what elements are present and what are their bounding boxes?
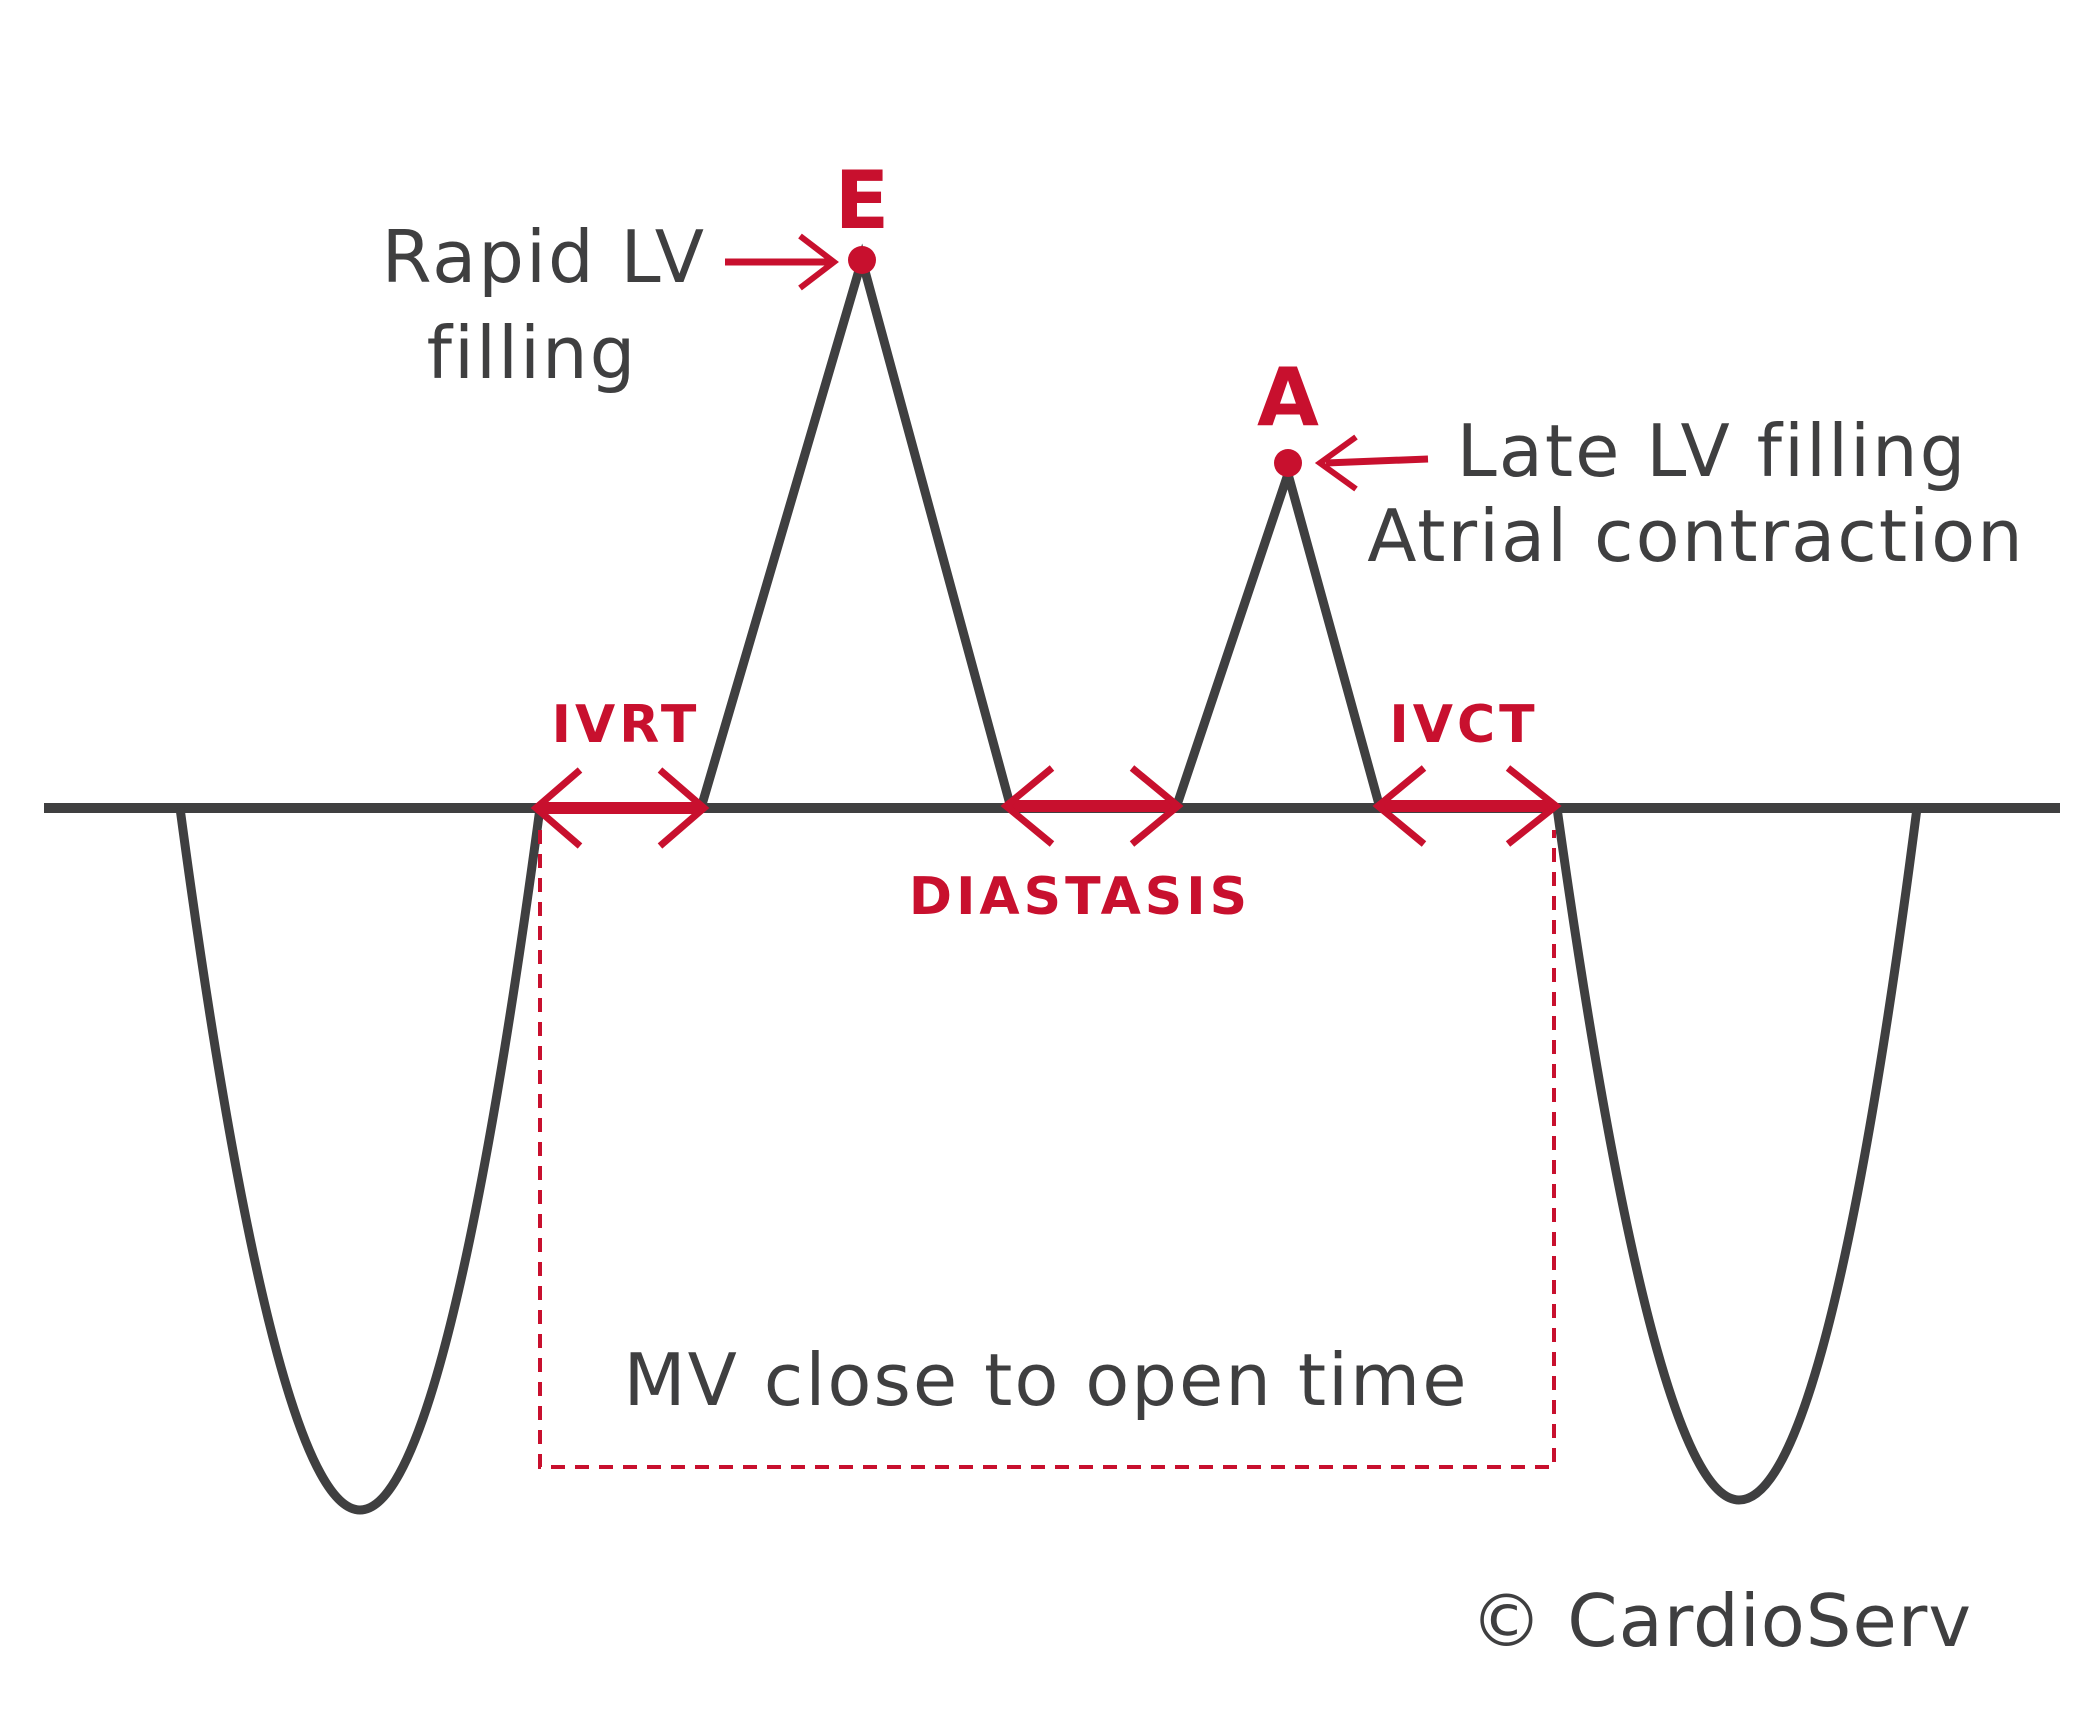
ivct-label: IVCT bbox=[1389, 695, 1538, 755]
rapid-filling-arrow bbox=[725, 233, 839, 291]
ivct-arrow bbox=[1372, 765, 1562, 847]
late-filling-label-line2: Atrial contraction bbox=[1367, 494, 2025, 578]
rapid-filling-label-line2: filling bbox=[427, 311, 638, 395]
diastasis-label: DIASTASIS bbox=[909, 867, 1251, 927]
rapid-filling-label-line1: Rapid LV bbox=[382, 215, 706, 299]
ivrt-arrow bbox=[530, 767, 710, 849]
e-wave bbox=[696, 243, 1016, 810]
mv-time-box bbox=[538, 830, 1556, 1469]
a-peak-dot bbox=[1274, 449, 1302, 477]
a-peak-label: A bbox=[1257, 351, 1319, 444]
mv-time-label: MV close to open time bbox=[623, 1338, 1468, 1422]
e-peak-label: E bbox=[835, 154, 890, 247]
a-wave bbox=[1171, 458, 1385, 810]
ivrt-label: IVRT bbox=[552, 695, 701, 755]
late-filling-arrow bbox=[1314, 434, 1429, 492]
late-filling-label-line1: Late LV filling bbox=[1457, 409, 1968, 493]
copyright-label: © CardioServ bbox=[1470, 1579, 1972, 1663]
diastasis-arrow bbox=[1000, 765, 1184, 847]
right-systolic-trough bbox=[1552, 807, 1922, 1505]
e-peak-dot bbox=[848, 246, 876, 274]
left-systolic-trough bbox=[175, 807, 545, 1515]
